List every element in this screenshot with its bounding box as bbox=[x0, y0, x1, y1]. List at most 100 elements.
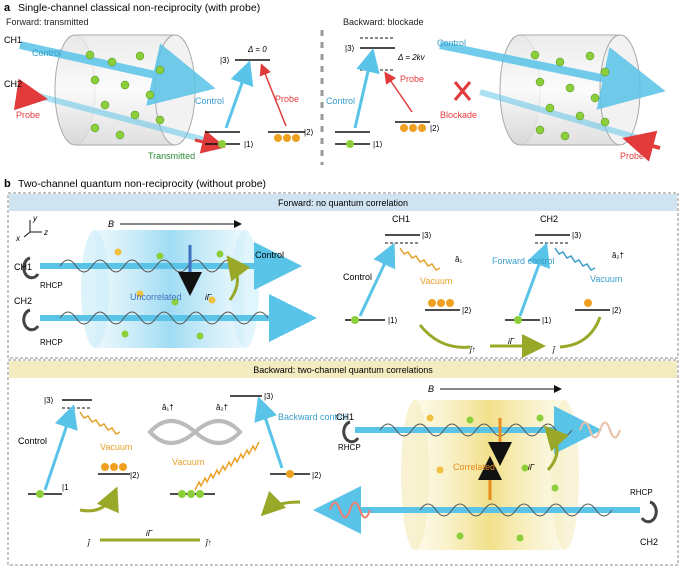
level1-a-forward: |1⟩ bbox=[244, 140, 254, 149]
ch1-level-title: CH1 bbox=[392, 214, 410, 224]
forward-level-diagram bbox=[205, 59, 305, 148]
vacuum-label-forward-2: Vacuum bbox=[590, 274, 622, 284]
backward-level-diagram bbox=[335, 37, 430, 148]
probe-channel-beam-back bbox=[479, 89, 646, 143]
ch2-level-title: CH2 bbox=[540, 214, 558, 224]
ch1-level-diagram bbox=[345, 234, 460, 324]
probe-label-a: Probe bbox=[16, 110, 40, 120]
backward-header: Backward: two-channel quantum correlatio… bbox=[253, 365, 433, 375]
backward-level-diagram-left bbox=[28, 399, 130, 498]
correlation-loop bbox=[147, 419, 243, 445]
a1-label: â₁ bbox=[455, 255, 462, 264]
blockade-label: Blockade bbox=[440, 110, 477, 120]
panel-a-title: Single-channel classical non-reciprocity… bbox=[18, 2, 260, 14]
level2-backward-left: |2⟩ bbox=[130, 471, 140, 480]
forward-vapor-cell bbox=[54, 34, 196, 146]
level2-backward-middle: |2⟩ bbox=[312, 471, 322, 480]
correlated-label: Correlated bbox=[453, 462, 495, 472]
forward-box bbox=[7, 192, 679, 359]
level3-a-forward: |3⟩ bbox=[220, 56, 230, 65]
control-label-a-back: Control bbox=[437, 38, 466, 48]
delta-backward: Δ = 2kv bbox=[397, 53, 426, 62]
rhcp-label-forward-2: RHCP bbox=[40, 338, 63, 347]
forward-cell bbox=[81, 230, 259, 348]
rhcp-rotation-backward-1 bbox=[342, 420, 360, 444]
rhcp-rotation-ch1 bbox=[22, 256, 40, 280]
forward-control-label: Forward control bbox=[492, 256, 555, 266]
level2-a-forward: |2⟩ bbox=[304, 128, 314, 137]
probe-input-arrow-back bbox=[622, 130, 661, 162]
level3-backward-left: |3⟩ bbox=[44, 396, 54, 405]
level1-ch2-forward: |1⟩ bbox=[542, 316, 552, 325]
forward-header: Forward: no quantum correlation bbox=[278, 198, 408, 208]
transmitted-label: Transmitted bbox=[148, 151, 195, 161]
j-arrow-ch1 bbox=[418, 324, 471, 349]
ch1-label-b-backward: CH1 bbox=[336, 412, 354, 422]
atoms-b-backward bbox=[426, 414, 559, 542]
vacuum-label-forward-1: Vacuum bbox=[420, 276, 452, 286]
b-field-forward: B bbox=[108, 219, 114, 229]
axis-y: y bbox=[32, 214, 38, 223]
a2dag-label: â₂† bbox=[612, 251, 624, 260]
forward-header-bg bbox=[9, 194, 677, 211]
vacuum-label-backward-1: Vacuum bbox=[100, 442, 132, 452]
uncorrelated-label: Uncorrelated bbox=[130, 292, 182, 302]
panel-b-letter: b bbox=[4, 178, 11, 190]
probe-channel-beam bbox=[34, 92, 206, 143]
level2-ch2-forward: |2⟩ bbox=[612, 306, 622, 315]
j-up-backward: ĵ↑ bbox=[205, 538, 212, 547]
axis-x: x bbox=[15, 234, 21, 243]
probe-label-a-back-level: Probe bbox=[400, 74, 424, 84]
panel-a-letter: a bbox=[4, 2, 11, 14]
blockade-x-icon bbox=[453, 81, 472, 101]
level3-ch2-forward: |3⟩ bbox=[572, 231, 582, 240]
j-arrow-backward-left bbox=[79, 486, 119, 514]
panel-b-title: Two-channel quantum non-reciprocity (wit… bbox=[18, 178, 266, 190]
control-label-a-level: Control bbox=[195, 96, 224, 106]
level1-a-backward: |1⟩ bbox=[373, 140, 383, 149]
igamma-arrow-backward bbox=[543, 425, 569, 472]
rhcp-label-forward-1: RHCP bbox=[40, 281, 63, 290]
backward-control-label: Backward control bbox=[278, 412, 347, 422]
backward-header-bg bbox=[9, 361, 677, 378]
control-label-b-forward: Control bbox=[255, 250, 284, 260]
probe-output-arrow bbox=[194, 130, 226, 154]
ch2-emission-wave bbox=[329, 501, 371, 519]
ch2-label-b-forward: CH2 bbox=[14, 296, 32, 306]
control-label-a: Control bbox=[32, 48, 61, 58]
probe-label-a-back: Probe bbox=[620, 151, 644, 161]
atoms-backward bbox=[530, 50, 610, 141]
ch2-label-a: CH2 bbox=[4, 79, 22, 89]
backward-box bbox=[7, 359, 679, 566]
rhcp-label-backward-2: RHCP bbox=[630, 488, 653, 497]
ch1-label-a: CH1 bbox=[4, 35, 22, 45]
probe-input-arrow bbox=[13, 78, 48, 111]
j-forward: ĵ bbox=[552, 345, 556, 354]
backward-label: Backward: blockade bbox=[343, 17, 424, 27]
j-arrow-backward-right bbox=[260, 490, 301, 517]
axis-icon bbox=[23, 220, 42, 238]
level3-backward-middle: |3⟩ bbox=[264, 392, 274, 401]
ch1-label-b-forward: CH1 bbox=[14, 262, 32, 272]
ch2-wave-backward bbox=[419, 503, 613, 517]
level3-ch1-forward: |3⟩ bbox=[422, 231, 432, 240]
ch2-level-diagram bbox=[505, 234, 610, 324]
rhcp-rotation-ch2 bbox=[22, 308, 40, 332]
igamma-backward: iΓ bbox=[528, 463, 535, 472]
delta-forward: Δ = 0 bbox=[247, 45, 267, 54]
ch1-wave-forward bbox=[59, 259, 237, 273]
b-field-backward: B bbox=[428, 384, 434, 394]
igamma-arrow-forward bbox=[226, 255, 251, 301]
ch2-label-b-backward: CH2 bbox=[640, 537, 658, 547]
igamma-backward-levels: iΓ bbox=[146, 529, 153, 538]
a2dag-label-backward: â₂† bbox=[216, 403, 228, 412]
level3-a-backward: |3⟩ bbox=[345, 44, 355, 53]
a1dag-label: â₁† bbox=[162, 403, 174, 412]
ch1-emission-wave bbox=[579, 421, 621, 439]
level1-ch1-forward: |1⟩ bbox=[388, 316, 398, 325]
ch2-wave-forward bbox=[59, 311, 269, 325]
j-backward: ĵ bbox=[87, 538, 91, 547]
level1-backward-left: |1 bbox=[62, 483, 69, 492]
ch1-wave-backward bbox=[379, 423, 573, 437]
